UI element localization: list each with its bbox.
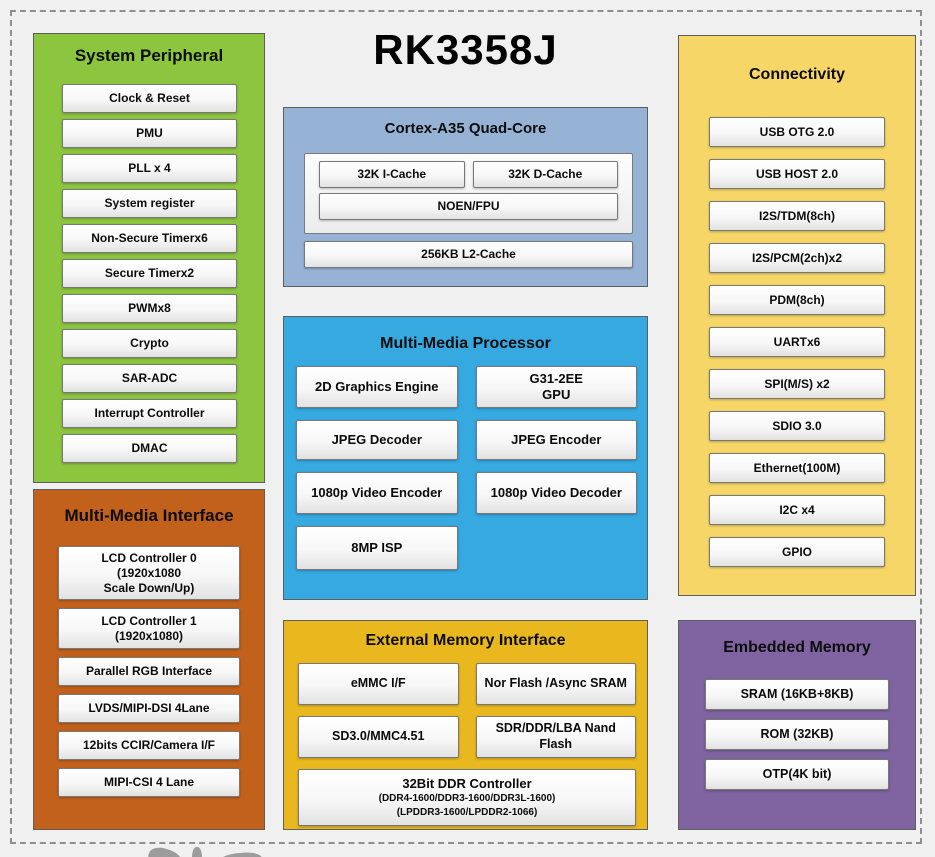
conn-chip: I2S/TDM(8ch) [709,201,885,231]
sp-chip: System register [62,189,237,218]
conn-chip: GPIO [709,537,885,567]
connectivity-title: Connectivity [748,66,845,83]
sp-chip: PMU [62,119,237,148]
dashed-border-frame [10,10,922,844]
dcache-chip: 32K D-Cache [472,161,618,188]
mmi-chip: MIPI-CSI 4 Lane [58,768,240,797]
multimedia-interface-title: Multi-Media Interface [64,506,234,525]
sp-chip: Clock & Reset [62,84,237,113]
connectivity-items: USB OTG 2.0 USB HOST 2.0 I2S/TDM(8ch) I2… [709,117,885,567]
group-multimedia-interface: Multi-Media Interface LCD Controller 0 (… [33,489,265,830]
cortex-core-container: 32K I-Cache 32K D-Cache NOEN/FPU [304,153,633,234]
system-peripheral-title: System Peripheral [74,46,224,65]
emi-chip: SDR/DDR/LBA Nand Flash [475,716,636,758]
cortex-title: Cortex-A35 Quad-Core [384,120,547,137]
ddr-controller-chip: 32Bit DDR Controller (DDR4-1600/DDR3-160… [298,769,636,826]
mmp-chip: JPEG Encoder [475,420,637,460]
external-memory-title: External Memory Interface [365,632,566,649]
mmp-chip: 1080p Video Decoder [475,472,637,514]
conn-chip: UARTx6 [709,327,885,357]
embedded-memory-items: SRAM (16KB+8KB) ROM (32KB) OTP(4K bit) [705,679,889,790]
emi-chip: Nor Flash /Async SRAM [475,663,636,705]
emi-chip: eMMC I/F [298,663,459,705]
group-system-peripheral: System Peripheral Clock & Reset PMU PLL … [33,33,265,483]
emb-chip: SRAM (16KB+8KB) [705,679,889,710]
group-embedded-memory: Embedded Memory SRAM (16KB+8KB) ROM (32K… [678,620,916,830]
mmp-chip: 8MP ISP [296,526,458,570]
fpu-chip: NOEN/FPU [319,193,618,220]
multimedia-processor-title: Multi-Media Processor [380,335,551,352]
cache-row: 32K I-Cache 32K D-Cache [319,161,618,188]
mmp-chip: 1080p Video Encoder [296,472,458,514]
icache-chip: 32K I-Cache [319,161,465,188]
mmi-chip: LCD Controller 0 (1920x1080 Scale Down/U… [58,546,240,600]
emi-chip: SD3.0/MMC4.51 [298,716,459,758]
mmp-chip: JPEG Decoder [296,420,458,460]
ddr-spec-line: (LPDDR3-1600/LPDDR2-1066) [396,806,538,818]
multimedia-processor-items: 2D Graphics Engine G31-2EE GPU JPEG Deco… [296,366,637,570]
sp-chip: PWMx8 [62,294,237,323]
conn-chip: SDIO 3.0 [709,411,885,441]
system-peripheral-items: Clock & Reset PMU PLL x 4 System registe… [62,84,237,463]
mmi-chip: LCD Controller 1 (1920x1080) [58,608,240,649]
conn-chip: SPI(M/S) x2 [709,369,885,399]
sp-chip: Non-Secure Timerx6 [62,224,237,253]
emb-chip: OTP(4K bit) [705,759,889,790]
conn-chip: PDM(8ch) [709,285,885,315]
sp-chip: SAR-ADC [62,364,237,393]
conn-chip: USB HOST 2.0 [709,159,885,189]
mmi-chip: 12bits CCIR/Camera I/F [58,731,240,760]
ddr-controller-label: 32Bit DDR Controller [402,775,532,791]
conn-chip: Ethernet(100M) [709,453,885,483]
sp-chip: Interrupt Controller [62,399,237,428]
emb-chip: ROM (32KB) [705,719,889,750]
mmp-chip: G31-2EE GPU [475,366,637,408]
multimedia-interface-items: LCD Controller 0 (1920x1080 Scale Down/U… [58,546,240,797]
sp-chip: DMAC [62,434,237,463]
group-connectivity: Connectivity USB OTG 2.0 USB HOST 2.0 I2… [678,35,916,596]
sp-chip: Secure Timerx2 [62,259,237,288]
soc-title: RK3358J [373,26,558,73]
sp-chip: PLL x 4 [62,154,237,183]
l2-cache-chip: 256KB L2-Cache [304,241,633,268]
external-memory-items: eMMC I/F Nor Flash /Async SRAM SD3.0/MMC… [298,663,636,758]
mmi-chip: Parallel RGB Interface [58,657,240,686]
mmp-chip: 2D Graphics Engine [296,366,458,408]
conn-chip: I2S/PCM(2ch)x2 [709,243,885,273]
conn-chip: USB OTG 2.0 [709,117,885,147]
watermark-fragment [148,847,298,857]
mmi-chip: LVDS/MIPI-DSI 4Lane [58,694,240,723]
sp-chip: Crypto [62,329,237,358]
embedded-memory-title: Embedded Memory [723,639,871,656]
ddr-spec-line: (DDR4-1600/DDR3-1600/DDR3L-1600) [378,793,556,805]
group-multimedia-processor: Multi-Media Processor 2D Graphics Engine… [283,316,648,600]
conn-chip: I2C x4 [709,495,885,525]
group-external-memory: External Memory Interface eMMC I/F Nor F… [283,620,648,830]
group-cortex-a35: Cortex-A35 Quad-Core 32K I-Cache 32K D-C… [283,107,648,287]
